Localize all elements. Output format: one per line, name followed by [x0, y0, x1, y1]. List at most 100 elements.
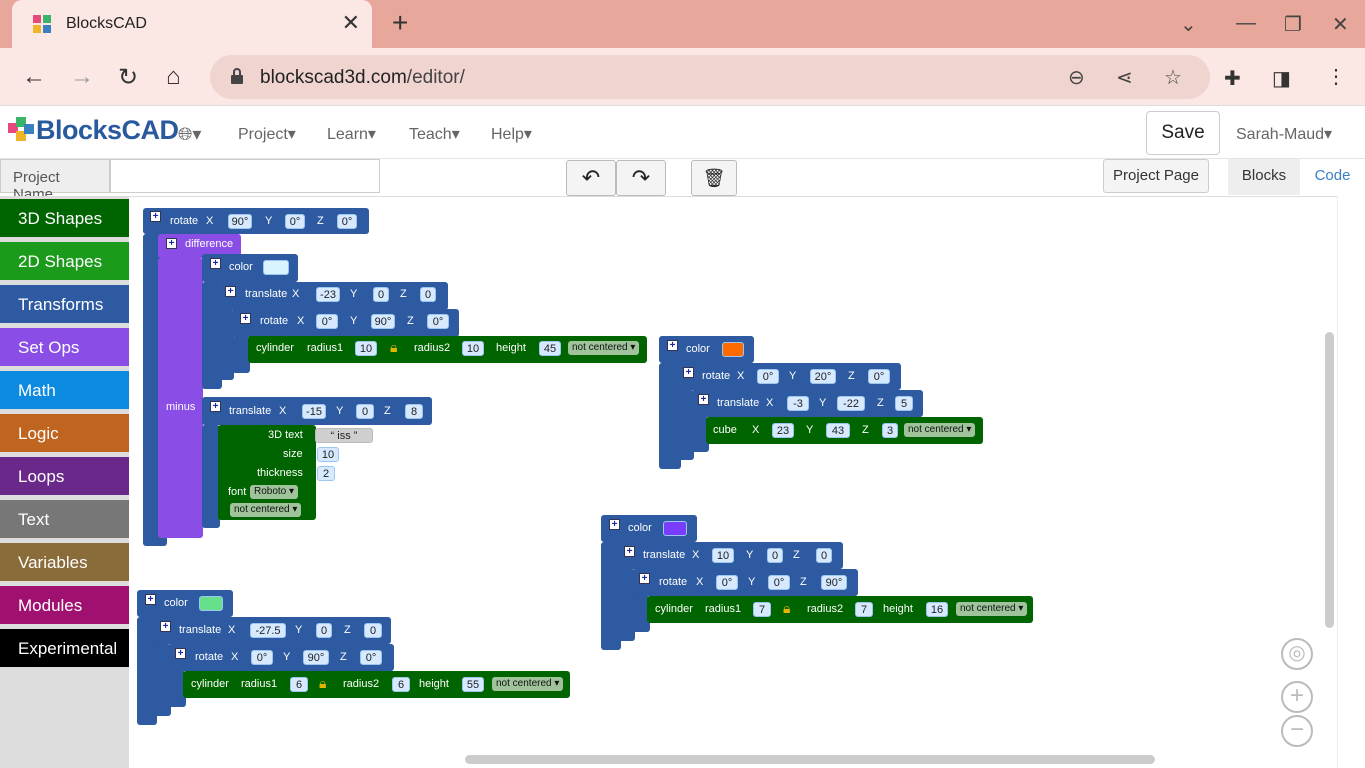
extensions-icon[interactable]: ✚ [1224, 68, 1241, 90]
category-modules[interactable]: Modules [0, 586, 129, 624]
browser-tab[interactable]: BlocksCAD ✕ [12, 0, 372, 48]
project-name-input[interactable] [110, 159, 380, 193]
rotate-z-field[interactable]: 0° [868, 369, 890, 384]
rotate-x-field[interactable]: 0° [716, 575, 738, 590]
expand-icon[interactable]: + [175, 648, 186, 659]
category-variables[interactable]: Variables [0, 543, 129, 581]
translate-x-field[interactable]: -3 [787, 396, 809, 411]
color-swatch[interactable] [722, 342, 744, 357]
undo-button[interactable]: ↶ [566, 160, 616, 196]
menu-project[interactable]: Project▾ [238, 126, 296, 143]
translate-z-field[interactable]: 8 [405, 404, 423, 419]
rotate-y-field[interactable]: 90° [303, 650, 329, 665]
translate-x-field[interactable]: 10 [712, 548, 734, 563]
centered-dropdown[interactable]: not centered ▾ [492, 677, 564, 691]
radius2-field[interactable]: 7 [855, 602, 873, 617]
menu-learn[interactable]: Learn▾ [327, 126, 376, 143]
lock-icon[interactable]: 🔒︎ [390, 339, 398, 355]
text3d-value-field[interactable]: “ iss ” [315, 428, 373, 443]
back-icon[interactable]: ← [22, 63, 46, 90]
rotate-block[interactable] [632, 569, 858, 596]
height-field[interactable]: 45 [539, 341, 561, 356]
vertical-scrollbar[interactable] [1325, 332, 1334, 628]
translate-x-field[interactable]: -15 [302, 404, 326, 419]
zoom-icon[interactable]: ⊖ [1068, 67, 1085, 89]
delete-button[interactable]: 🗑︎ [691, 160, 737, 196]
translate-y-field[interactable]: -22 [837, 396, 865, 411]
blockscad-logo[interactable]: BlocksCAD [6, 115, 179, 146]
translate-z-field[interactable]: 5 [895, 396, 913, 411]
zoom-out-icon[interactable]: − [1281, 715, 1313, 747]
expand-icon[interactable]: + [210, 258, 221, 269]
rotate-x-field[interactable]: 90° [228, 214, 252, 229]
expand-icon[interactable]: + [609, 519, 620, 530]
height-field[interactable]: 16 [926, 602, 948, 617]
rotate-y-field[interactable]: 20° [810, 369, 836, 384]
radius1-field[interactable]: 6 [290, 677, 308, 692]
share-icon[interactable]: ⋖ [1116, 67, 1133, 89]
rotate-x-field[interactable]: 0° [316, 314, 338, 329]
category-text[interactable]: Text [0, 500, 129, 538]
translate-z-field[interactable]: 0 [364, 623, 382, 638]
category-2d-shapes[interactable]: 2D Shapes [0, 242, 129, 280]
category-set-ops[interactable]: Set Ops [0, 328, 129, 366]
translate-y-field[interactable]: 0 [356, 404, 374, 419]
lock-icon[interactable]: 🔒︎ [319, 675, 327, 691]
translate-y-field[interactable]: 0 [373, 287, 389, 302]
category-loops[interactable]: Loops [0, 457, 129, 495]
user-menu[interactable]: Sarah-Maud▾ [1236, 126, 1333, 143]
category-experimental[interactable]: Experimental [0, 629, 129, 667]
project-page-button[interactable]: Project Page [1103, 159, 1209, 193]
language-globe-icon[interactable]: 🌐︎▾ [178, 124, 202, 144]
blocks-workspace[interactable]: + rotate X 90° Y 0° Z 0° + difference mi… [129, 196, 1337, 768]
category-logic[interactable]: Logic [0, 414, 129, 452]
tab-blocks[interactable]: Blocks [1228, 159, 1300, 195]
zoom-in-icon[interactable]: + [1281, 681, 1313, 713]
lock-icon[interactable]: 🔒︎ [783, 600, 791, 616]
rotate-x-field[interactable]: 0° [757, 369, 779, 384]
height-field[interactable]: 55 [462, 677, 484, 692]
color-swatch[interactable] [199, 596, 223, 611]
close-window-icon[interactable]: ✕ [1332, 14, 1349, 36]
rotate-x-field[interactable]: 0° [251, 650, 273, 665]
menu-teach[interactable]: Teach▾ [409, 126, 460, 143]
rotate-z-field[interactable]: 0° [337, 214, 357, 229]
new-tab-icon[interactable]: + [392, 7, 409, 38]
recenter-icon[interactable]: ◎ [1281, 638, 1313, 670]
browser-menu-icon[interactable]: ⋮ [1326, 66, 1346, 88]
translate-x-field[interactable]: -23 [316, 287, 340, 302]
translate-z-field[interactable]: 0 [420, 287, 436, 302]
expand-icon[interactable]: + [145, 594, 156, 605]
rotate-block[interactable] [143, 208, 369, 234]
menu-help[interactable]: Help▾ [491, 126, 532, 143]
expand-icon[interactable]: + [225, 286, 236, 297]
color-swatch[interactable] [663, 521, 687, 536]
radius2-field[interactable]: 10 [462, 341, 484, 356]
expand-icon[interactable]: + [698, 394, 709, 405]
reload-icon[interactable]: ↻ [118, 64, 139, 91]
category-math[interactable]: Math [0, 371, 129, 409]
centered-dropdown[interactable]: not centered ▾ [230, 503, 302, 517]
expand-icon[interactable]: + [639, 573, 650, 584]
restore-icon[interactable]: ❐ [1284, 14, 1302, 36]
bookmark-star-icon[interactable]: ☆ [1164, 67, 1182, 89]
minimize-icon[interactable]: — [1236, 12, 1256, 34]
translate-x-field[interactable]: -27.5 [250, 623, 286, 638]
rotate-y-field[interactable]: 0° [285, 214, 305, 229]
save-button[interactable]: Save [1146, 111, 1220, 155]
translate-z-field[interactable]: 0 [816, 548, 832, 563]
size-field[interactable]: 10 [317, 447, 339, 462]
color-swatch[interactable] [263, 260, 289, 275]
cube-x-field[interactable]: 23 [772, 423, 794, 438]
rotate-z-field[interactable]: 0° [427, 314, 449, 329]
rotate-z-field[interactable]: 90° [821, 575, 847, 590]
tab-code[interactable]: Code [1314, 167, 1351, 184]
expand-icon[interactable]: + [150, 211, 161, 222]
tab-search-icon[interactable]: ⌄ [1180, 14, 1197, 36]
rotate-y-field[interactable]: 0° [768, 575, 790, 590]
expand-icon[interactable]: + [166, 238, 177, 249]
centered-dropdown[interactable]: not centered ▾ [956, 602, 1028, 616]
centered-dropdown[interactable]: not centered ▾ [568, 341, 640, 355]
cube-z-field[interactable]: 3 [882, 423, 898, 438]
translate-y-field[interactable]: 0 [767, 548, 783, 563]
